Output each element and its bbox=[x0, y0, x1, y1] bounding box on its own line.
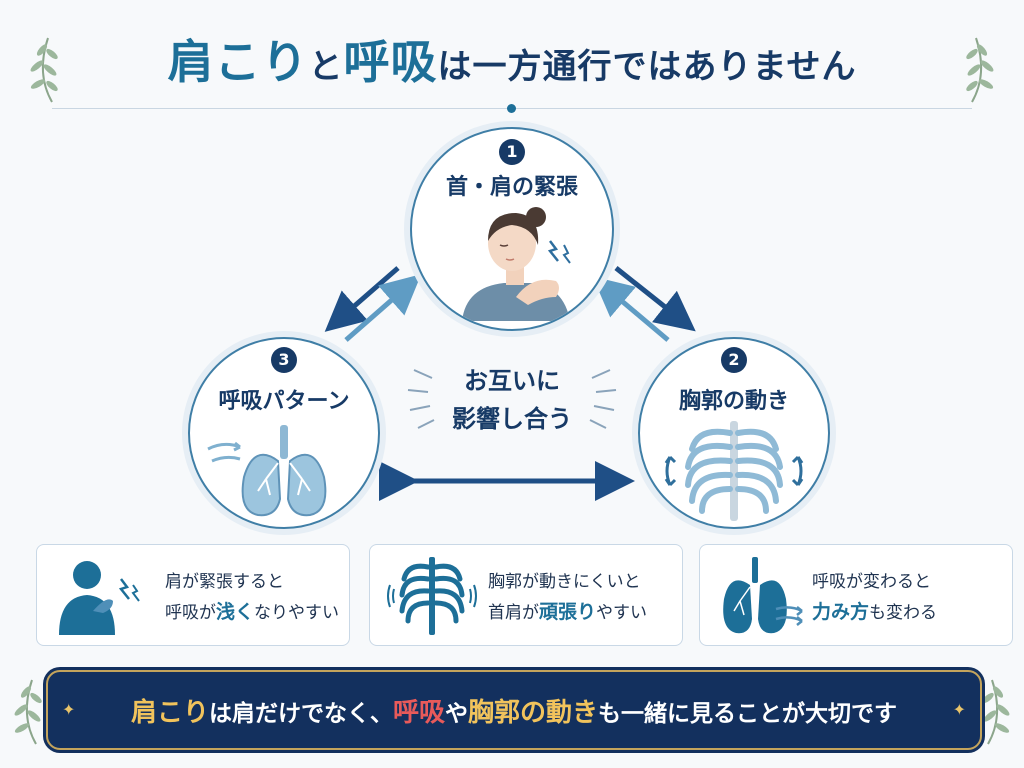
info-line2-highlight: 力み方 bbox=[812, 601, 870, 623]
info-box-shoulder: 肩が緊張すると 呼吸が浅くなりやすい bbox=[36, 544, 350, 646]
center-line-2: 影響し合う bbox=[452, 405, 572, 433]
info-line2: 首肩が頑張りやすい bbox=[488, 597, 647, 628]
node-ribcage-movement: 2 胸郭の動き bbox=[638, 337, 830, 529]
info-text-ribcage: 胸郭が動きにくいと 首肩が頑張りやすい bbox=[488, 567, 647, 628]
banner-breathing: 呼吸 bbox=[392, 698, 445, 728]
node-breathing-pattern: 3 呼吸パターン bbox=[188, 337, 380, 529]
woman-holding-shoulder-icon bbox=[462, 207, 571, 321]
info-line2-pre: 首肩が bbox=[488, 603, 539, 623]
info-box-ribcage: 胸郭が動きにくいと 首肩が頑張りやすい bbox=[369, 544, 683, 646]
page-title: 肩こりと呼吸は一方通行ではありません bbox=[0, 26, 1024, 92]
title-part-rest: は一方通行ではありません bbox=[437, 47, 857, 87]
node-label-3: 呼吸パターン bbox=[218, 389, 350, 414]
banner-text-6: も一緒に見ることが大切です bbox=[598, 701, 898, 727]
laurel-left-icon bbox=[30, 37, 58, 103]
lungs-air-icon bbox=[723, 557, 803, 634]
sparkle-icon: ✦ bbox=[952, 700, 966, 719]
info-box-breathing: 呼吸が変わると 力み方も変わる bbox=[699, 544, 1013, 646]
info-line1: 肩が緊張すると bbox=[165, 572, 284, 592]
banner-laurel-left-icon bbox=[14, 679, 42, 745]
person-shoulder-pain-icon bbox=[59, 561, 140, 635]
title-part-to: と bbox=[308, 47, 344, 87]
arrow-1-to-3 bbox=[324, 266, 400, 332]
info-line2-highlight: 頑張り bbox=[539, 601, 597, 623]
info-line2-post: も変わる bbox=[869, 603, 938, 623]
sparkle-icon: ✦ bbox=[62, 700, 76, 719]
node-number-3: 3 bbox=[271, 347, 297, 373]
banner-text-4: や bbox=[445, 701, 468, 727]
arrow-2-to-1 bbox=[592, 276, 670, 342]
info-line1: 呼吸が変わると bbox=[812, 572, 931, 592]
info-line2: 呼吸が浅くなりやすい bbox=[165, 597, 339, 628]
node-number-2: 2 bbox=[721, 347, 747, 373]
banner-ribcage: 胸郭の動き bbox=[468, 698, 599, 728]
banner-shoulder: 肩こり bbox=[130, 698, 209, 728]
info-line2-post: やすい bbox=[596, 603, 648, 623]
ribcage-icon bbox=[664, 421, 804, 521]
info-text-breathing: 呼吸が変わると 力み方も変わる bbox=[812, 567, 937, 628]
summary-text: 肩こりは肩だけでなく、呼吸や胸郭の動きも一緒に見ることが大切です bbox=[48, 692, 980, 729]
laurel-right-icon bbox=[966, 37, 994, 103]
banner-laurel-right-icon bbox=[982, 679, 1010, 745]
info-line2: 力み方も変わる bbox=[812, 597, 937, 628]
ribcage-icon bbox=[387, 557, 477, 635]
node-neck-shoulder-tension: 1 首・肩の緊張 bbox=[410, 127, 614, 331]
banner-text-2: は肩だけでなく、 bbox=[208, 701, 393, 727]
title-part-breathing: 呼吸 bbox=[343, 35, 438, 89]
node-number-1: 1 bbox=[499, 139, 525, 165]
node-label-1: 首・肩の緊張 bbox=[445, 175, 578, 200]
node-label-2: 胸郭の動き bbox=[678, 389, 789, 414]
info-line2-highlight: 浅く bbox=[216, 601, 255, 623]
lungs-icon bbox=[207, 425, 327, 517]
center-line-1: お互いに bbox=[464, 367, 560, 395]
title-divider-dot bbox=[507, 104, 516, 113]
arrow-3-to-1 bbox=[344, 274, 422, 342]
title-part-shoulder: 肩こり bbox=[167, 35, 309, 89]
info-text-shoulder: 肩が緊張すると 呼吸が浅くなりやすい bbox=[165, 567, 339, 628]
info-line2-post: なりやすい bbox=[254, 603, 340, 623]
info-line2-pre: 呼吸が bbox=[165, 603, 216, 623]
emphasis-rays bbox=[407, 369, 617, 429]
arrow-1-to-2 bbox=[614, 266, 696, 332]
info-line1: 胸郭が動きにくいと bbox=[488, 572, 641, 592]
summary-banner: ✦ ✦ 肩こりは肩だけでなく、呼吸や胸郭の動きも一緒に見ることが大切です bbox=[46, 670, 982, 750]
mutual-influence-label: お互いに 影響し合う bbox=[440, 362, 584, 438]
